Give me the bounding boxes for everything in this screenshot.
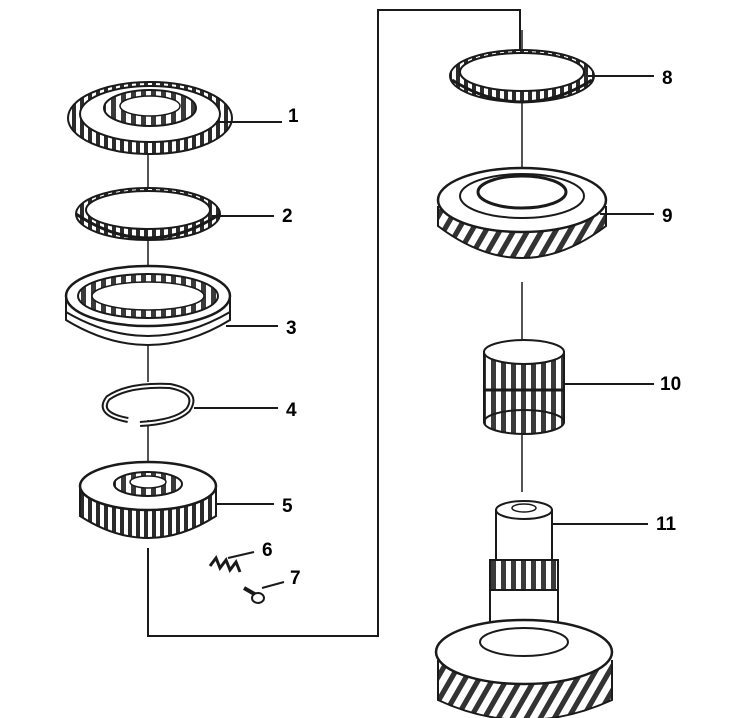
assembly-path-line	[147, 9, 521, 637]
callout-11: 11	[656, 514, 677, 535]
part-8-blocker-ring	[449, 49, 595, 104]
part-5-hub-gear	[78, 460, 218, 539]
callout-5: 5	[282, 496, 293, 517]
leader-lines	[194, 75, 654, 589]
part-9-helical-gear	[436, 166, 608, 259]
part-6-spring	[208, 554, 242, 574]
part-10-needle-bearing	[483, 339, 565, 435]
part-11-output-shaft	[434, 500, 614, 718]
callout-6: 6	[262, 540, 273, 561]
part-1-synchronizer-ring	[67, 81, 233, 155]
callout-4: 4	[286, 400, 297, 421]
callout-7: 7	[290, 568, 301, 589]
callout-2: 2	[282, 206, 293, 227]
part-7-pin	[243, 586, 265, 604]
callout-3: 3	[286, 318, 297, 339]
callout-8: 8	[662, 68, 673, 89]
callout-10: 10	[660, 374, 681, 395]
part-2-blocker-ring	[75, 187, 221, 241]
part-3-synchronizer-sleeve	[64, 264, 232, 346]
callout-9: 9	[662, 206, 673, 227]
callout-labels: 1 2 3 4 5 6 7 8 9 10 11	[262, 68, 681, 589]
callout-1: 1	[288, 106, 299, 127]
part-4-snap-ring	[101, 382, 195, 427]
